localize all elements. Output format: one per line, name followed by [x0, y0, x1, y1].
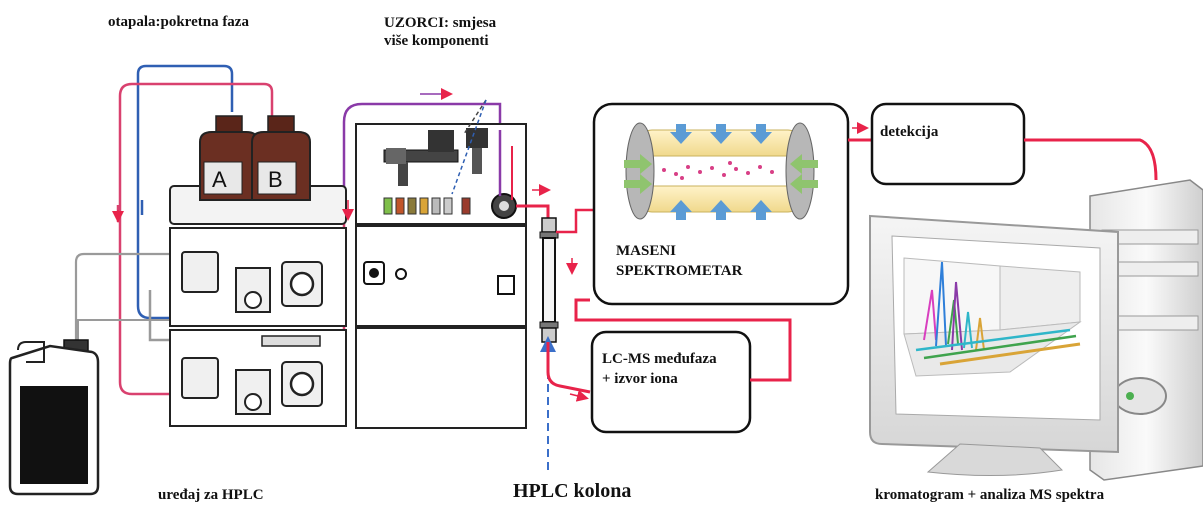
samples-label-line2: više komponenti: [384, 33, 489, 49]
hplc-column: [539, 217, 559, 343]
wash-line-2: [77, 319, 176, 340]
samples-label-line1: UZORCI: smjesa: [384, 15, 497, 31]
mass-spectrometer-label: MASENI SPEKTROMETAR: [616, 241, 742, 281]
mass-spectrometer-label-line2: SPEKTROMETAR: [616, 263, 743, 279]
pump-module-bottom: [169, 329, 347, 427]
sample-vials: [383, 197, 471, 215]
lcms-interface-label: LC-MS međufaza + izvor iona: [602, 349, 717, 389]
monitor: [869, 214, 1119, 477]
samples-label: UZORCI: smjesa više komponenti: [384, 14, 496, 50]
pump-module-top: [169, 227, 347, 327]
lcms-interface-label-line1: LC-MS međufaza: [602, 351, 717, 367]
mass-spectrometer-label-line1: MASENI: [616, 243, 677, 259]
mass-spectrometer-box: [592, 102, 850, 306]
bottle-b-label: B: [268, 167, 283, 192]
wash-line: [74, 252, 180, 342]
detection-box: [870, 102, 1026, 186]
bottle-a: [199, 115, 259, 201]
lcms-interface-label-line2: + izvor iona: [602, 371, 678, 387]
flow-to-computer: [1024, 138, 1158, 181]
flow-to-column: [516, 204, 550, 218]
chromatogram-plot: [903, 257, 1082, 377]
bottle-a-label: A: [212, 167, 227, 192]
autosampler: [355, 99, 527, 429]
lcms-interface-box: [590, 330, 752, 434]
bottle-b: [251, 115, 311, 201]
hplc-column-label: HPLC kolona: [513, 480, 632, 502]
detection-label: detekcija: [880, 124, 939, 140]
solvents-label: otapala:pokretna faza: [108, 14, 249, 30]
solvent-jug: [8, 339, 100, 496]
chromatogram-label: kromatogram + analiza MS spektra: [875, 487, 1105, 503]
flow-lcms-to-ms: [574, 298, 792, 382]
hplc-device-label: uređaj za HPLC: [158, 487, 264, 503]
flow-to-lcms: [546, 342, 591, 394]
